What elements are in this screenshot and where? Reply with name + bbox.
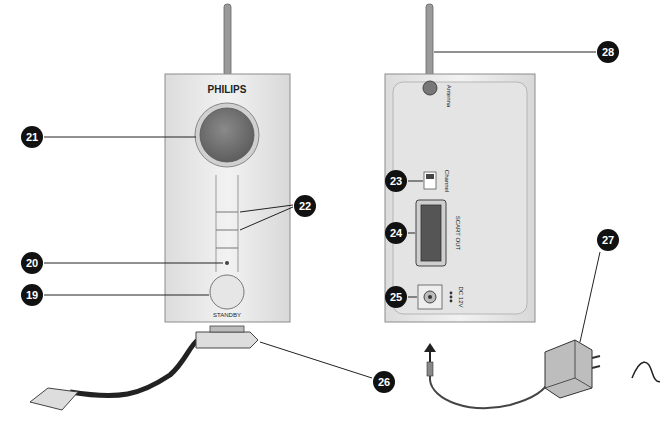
- port-label: SCART OUT: [455, 216, 461, 250]
- callout-number: 23: [385, 170, 407, 192]
- power-adapter: [424, 340, 660, 408]
- brand-name: PHILIPS: [208, 85, 247, 95]
- callout-number: 26: [373, 371, 395, 393]
- callout-number: 19: [21, 284, 43, 306]
- callout-number: 22: [294, 195, 316, 217]
- scart-cable: [30, 326, 258, 410]
- button-label: STANDBY: [213, 312, 241, 318]
- callout-number: 25: [385, 286, 407, 308]
- port-label: Antenna: [446, 85, 452, 107]
- port-label: DC 12V: [458, 286, 464, 307]
- callout-number: 27: [597, 229, 619, 251]
- callout-number: 21: [21, 126, 43, 148]
- callout-number: 28: [597, 41, 619, 63]
- leader-lines: [44, 52, 600, 378]
- callout-number: 24: [385, 222, 407, 244]
- front-unit: [165, 4, 290, 322]
- callout-number: 20: [21, 252, 43, 274]
- port-label: Channel: [444, 170, 450, 192]
